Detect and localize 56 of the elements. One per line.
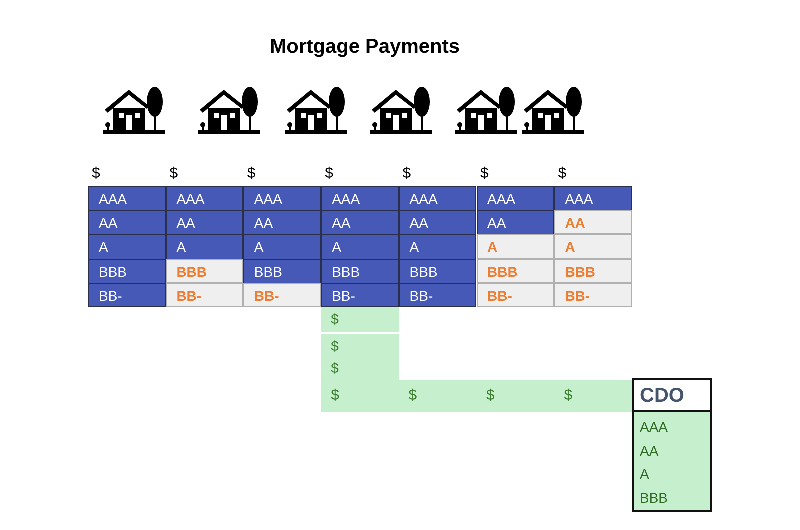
rating-cell: BB-	[398, 282, 476, 307]
dollar-sign: $	[408, 386, 418, 406]
rating-text: BBB	[640, 488, 668, 508]
rating-cell: A	[476, 234, 554, 259]
rating-cell: A	[554, 234, 632, 259]
rating-cell: AA	[476, 210, 554, 234]
dollar-sign: $	[486, 386, 495, 406]
rating-cell: A	[88, 234, 166, 259]
rating-cell: BBB	[321, 258, 399, 283]
rating-cell: A	[243, 234, 322, 259]
rating-cell: BB-	[243, 282, 322, 307]
rating-cell: AA	[554, 210, 632, 234]
rating-cell: BBB	[88, 258, 166, 283]
rating-cell: AAA	[554, 186, 632, 210]
rating-cell: BB-	[554, 282, 632, 307]
rating-cell: A	[321, 234, 399, 259]
rating-text: A	[640, 465, 650, 484]
dollar-sign: $	[402, 164, 412, 184]
rating-cell: A	[398, 234, 476, 259]
rating-cell: AAA	[243, 186, 322, 210]
rating-cell: BB-	[476, 282, 554, 307]
rating-cell: AAA	[476, 186, 554, 210]
dollar-sign: $	[92, 164, 100, 184]
rating-cell: BBB	[554, 258, 632, 283]
rating-cell: A	[166, 234, 244, 259]
rating-cell: AA	[321, 210, 399, 234]
rating-cell: AAA	[88, 186, 166, 210]
dollar-sign: $	[558, 164, 567, 184]
rating-cell: BBB	[476, 258, 554, 283]
dollar-cell: $	[321, 356, 399, 380]
dollar-sign: $	[564, 386, 573, 406]
title: Mortgage Payments	[268, 36, 462, 59]
rating-cell: BBB	[166, 258, 244, 283]
rating-cell: BBB	[398, 258, 476, 283]
rating-cell: AAA	[321, 186, 399, 210]
rating-cell: BB-	[88, 282, 166, 307]
rating-cell: AA	[398, 210, 476, 234]
rating-cell: BB-	[321, 282, 399, 307]
rating-cell: BB-	[166, 282, 244, 307]
dollar-sign: $	[247, 164, 256, 184]
rating-cell: BBB	[243, 258, 322, 283]
rating-cell: AAA	[166, 186, 244, 210]
box-heading: CDO	[634, 380, 710, 412]
cdo-box	[632, 378, 712, 512]
dollar-cell: $	[321, 307, 399, 332]
dollar-sign: $	[331, 386, 340, 406]
rating-cell: AA	[88, 210, 166, 234]
rating-cell: AAA	[398, 186, 476, 210]
dollar-sign: $	[325, 164, 334, 184]
rating-cell: AA	[166, 210, 244, 234]
rating-cell: AA	[243, 210, 322, 234]
dollar-sign: $	[170, 164, 178, 184]
rating-text: AAA	[640, 418, 668, 437]
rating-text: AA	[640, 442, 659, 460]
dollar-cell: $	[321, 332, 399, 356]
dollar-sign: $	[480, 164, 489, 184]
